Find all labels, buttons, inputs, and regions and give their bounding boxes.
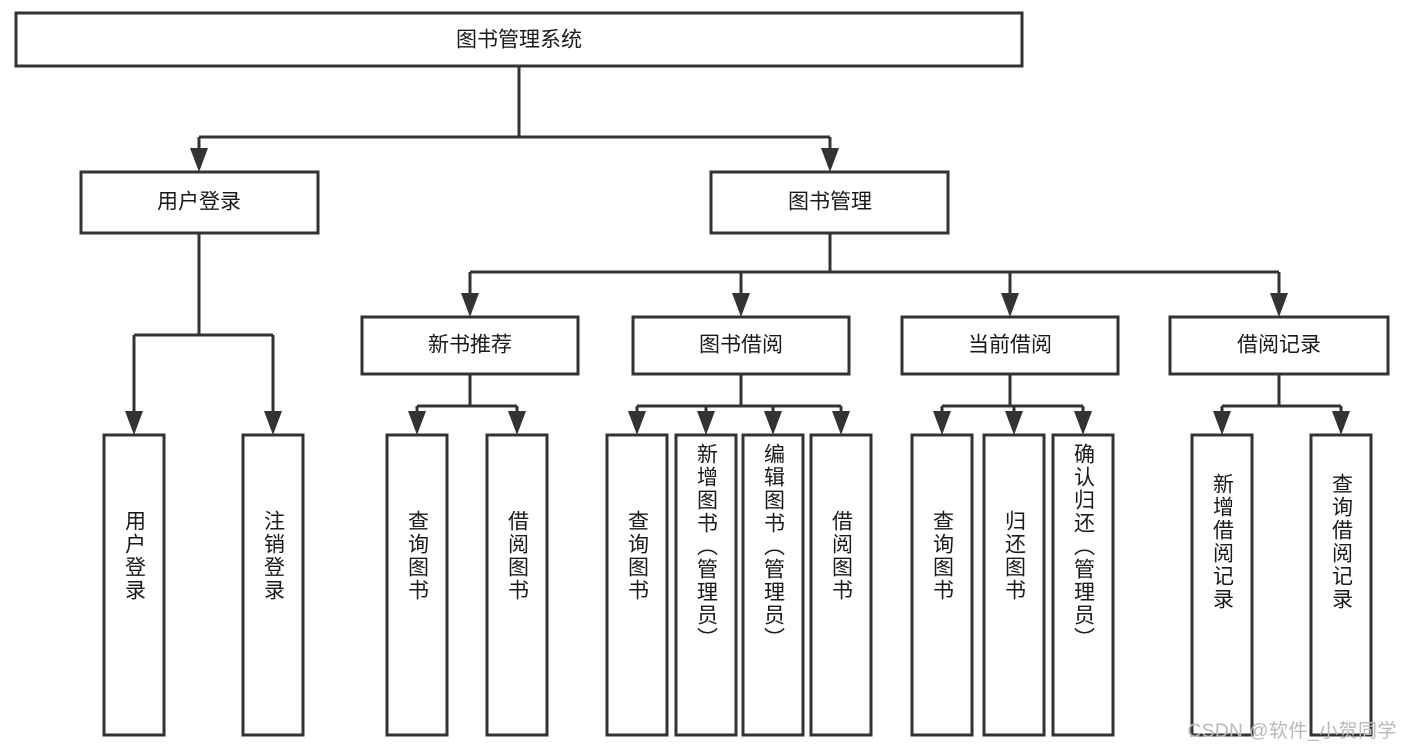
arrowhead-leaf-query-record [1332,411,1350,435]
node-book-borrow-label: 图书借阅 [699,334,783,357]
nodes-layer: 图书管理系统 用户登录 图书管理 新书推荐 图书借阅 当前借阅 借阅记录 [14,11,1390,737]
arrowhead-leaf-edit-book [764,411,782,435]
node-leaf-query-book-cur[interactable] [910,433,974,737]
node-borrow-record-label: 借阅记录 [1237,334,1321,357]
arrowhead-leaf-return-book [1005,411,1023,435]
arrowhead-user-login [190,148,208,172]
node-book-manage[interactable] [709,170,950,235]
node-leaf-add-book[interactable] [674,433,738,737]
node-user-login[interactable] [79,170,320,235]
node-leaf-confirm-return[interactable] [1051,433,1115,737]
node-root[interactable] [14,11,1024,68]
node-current-borrow-label: 当前借阅 [968,334,1052,357]
arrowhead-book-borrow [732,293,750,317]
node-leaf-return-book[interactable] [982,433,1046,737]
arrowhead-leaf-user-login [125,411,143,435]
arrowhead-current-borrow [1001,293,1019,317]
node-borrow-record[interactable] [1168,315,1390,376]
arrowhead-book-manage [821,148,839,172]
node-user-login-label: 用户登录 [157,191,241,214]
node-leaf-query-book[interactable] [605,433,669,737]
arrowhead-leaf-user-logout [264,411,282,435]
node-new-book-rec-label: 新书推荐 [428,334,512,357]
arrowhead-leaf-borrow-book-rec [508,411,526,435]
arrowhead-leaf-add-record [1213,411,1231,435]
node-leaf-user-logout[interactable] [241,433,305,737]
arrowhead-borrow-record [1270,293,1288,317]
node-new-book-rec[interactable] [360,315,580,376]
node-book-borrow[interactable] [631,315,851,376]
node-current-borrow[interactable] [900,315,1120,376]
node-leaf-add-record[interactable] [1190,433,1254,737]
arrowhead-leaf-confirm-return [1074,411,1092,435]
node-leaf-borrow-book[interactable] [809,433,873,737]
node-root-label: 图书管理系统 [456,29,582,52]
arrowhead-leaf-query-book-cur [933,411,951,435]
arrowhead-leaf-query-book-rec [408,411,426,435]
watermark-text: CSDN @软件_小贺同学 [1187,721,1397,742]
node-leaf-borrow-book-rec[interactable] [485,433,549,737]
node-leaf-query-book-rec[interactable] [385,433,449,737]
arrowhead-leaf-add-book [697,411,715,435]
connectors-layer [125,66,1350,435]
arrowhead-leaf-borrow-book [832,411,850,435]
node-leaf-user-login[interactable] [102,433,166,737]
arrowhead-leaf-query-book [628,411,646,435]
arrowhead-new-book-rec [461,293,479,317]
node-leaf-query-record[interactable] [1309,433,1373,737]
node-leaf-edit-book[interactable] [741,433,805,737]
node-book-manage-label: 图书管理 [788,191,872,214]
